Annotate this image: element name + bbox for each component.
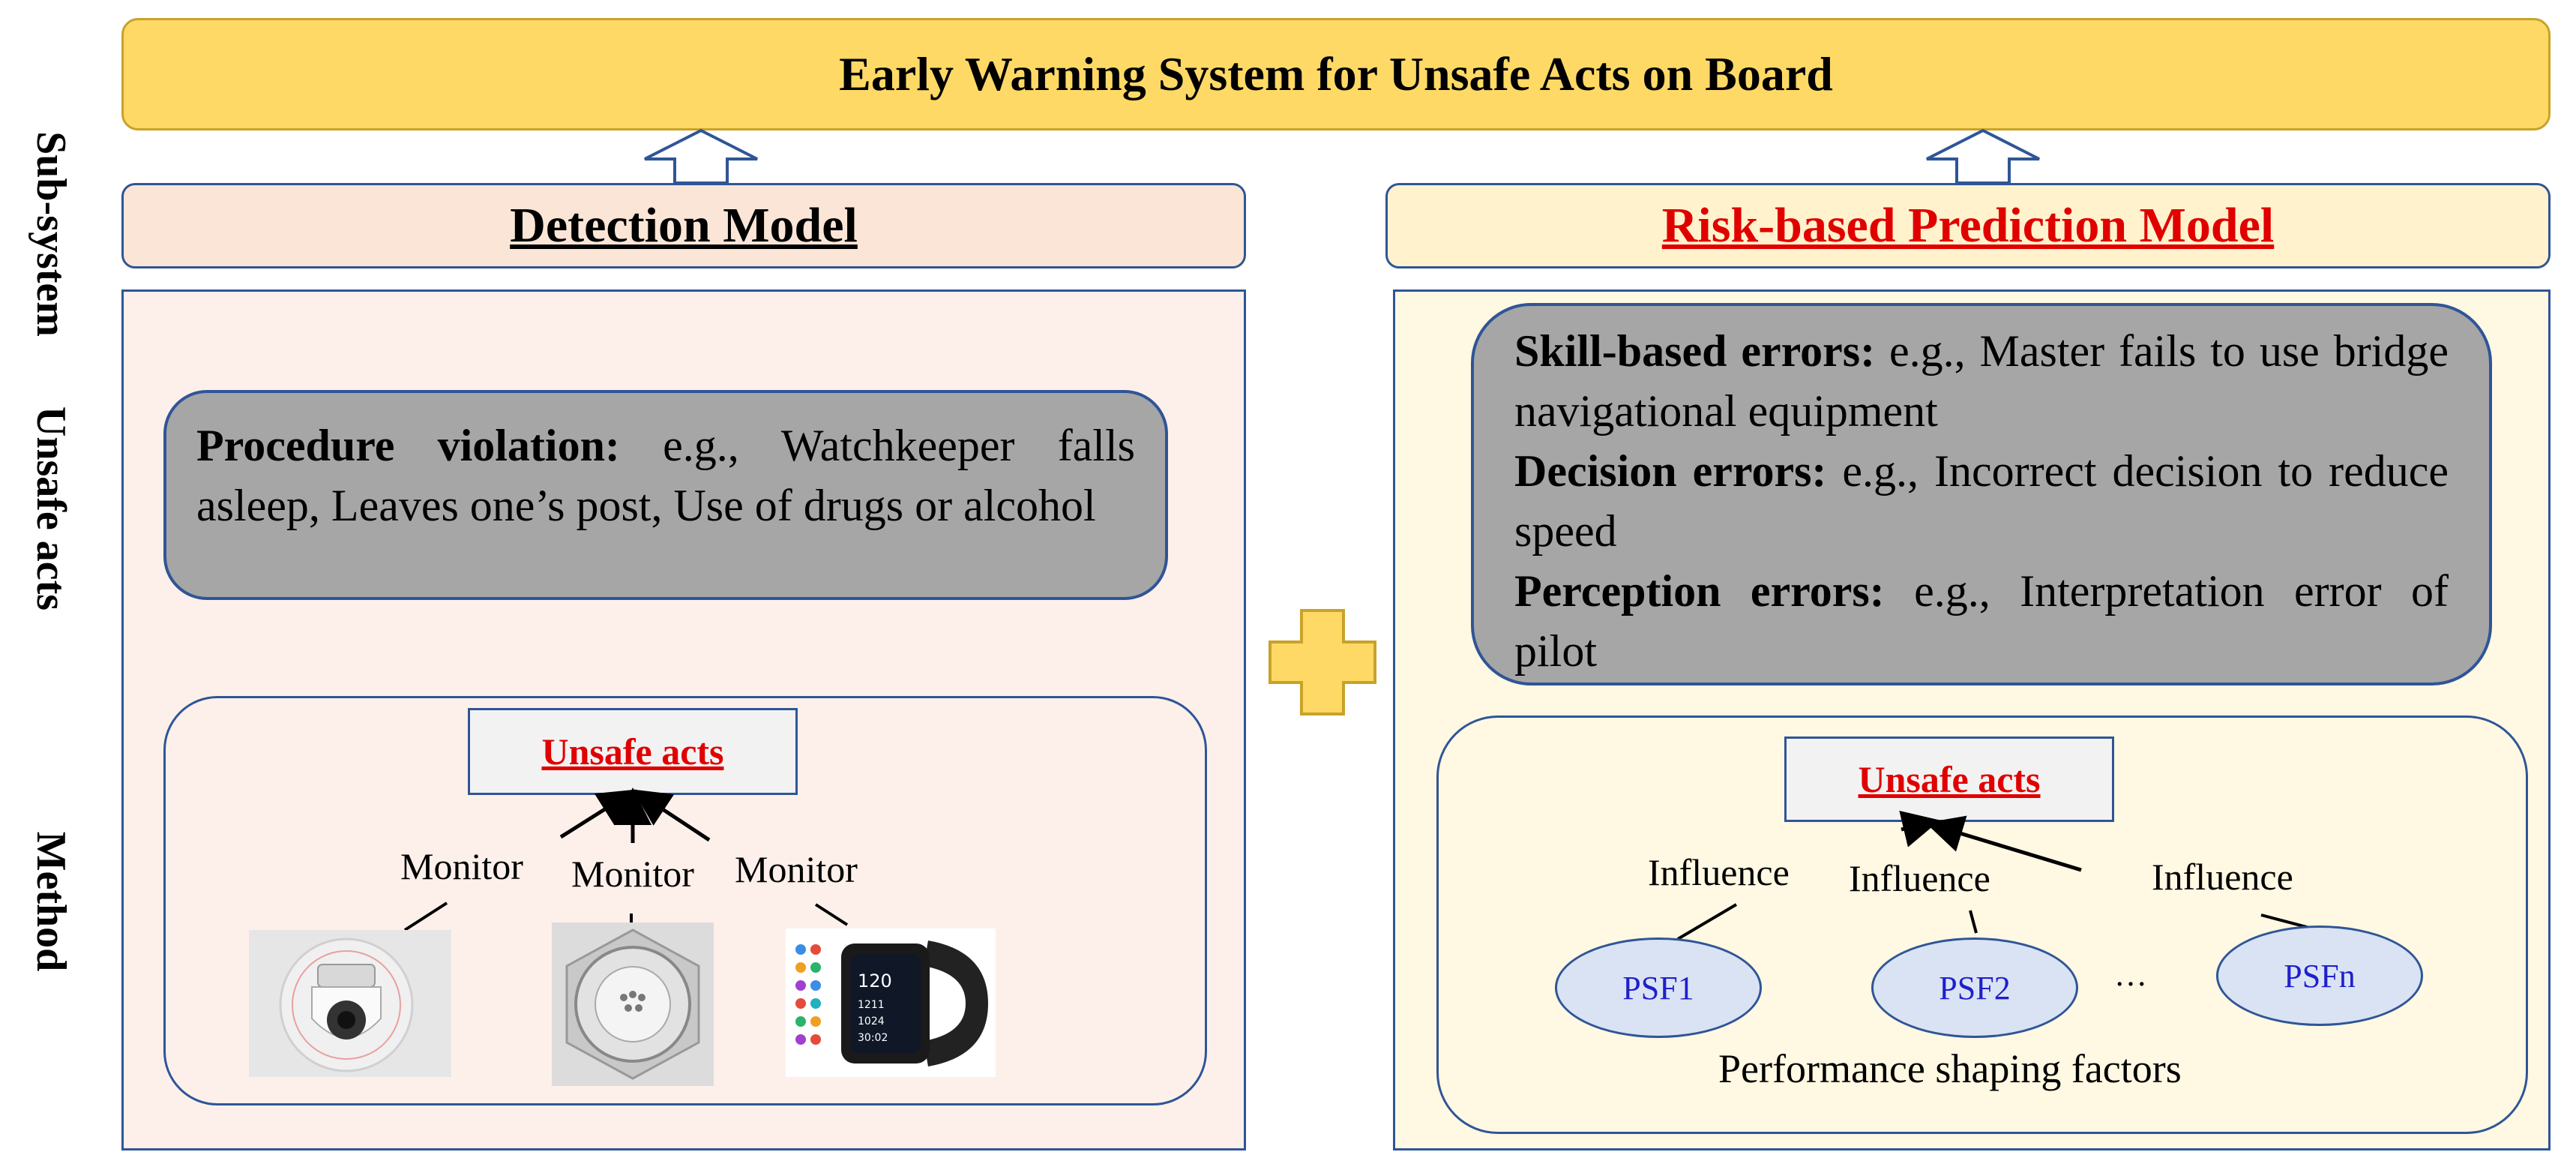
skill-based-errors-label: Skill-based errors: bbox=[1514, 326, 1876, 376]
monitor-arrow-1 bbox=[559, 789, 637, 839]
psfn-label: PSFn bbox=[2284, 957, 2356, 994]
detection-method-box bbox=[163, 696, 1207, 1106]
up-arrow-left-icon bbox=[644, 128, 758, 184]
perception-errors-text: Perception errors: e.g., Interpretation … bbox=[1514, 561, 2449, 681]
detection-unsafe-acts-label: Unsafe acts bbox=[541, 730, 724, 772]
psf-ellipsis: … bbox=[2114, 956, 2147, 993]
influence-arrow-2 bbox=[1925, 815, 2082, 872]
procedure-violation-examples: e.g., Watchkeeper falls asleep, Leaves o… bbox=[196, 421, 1135, 530]
system-title-banner: Early Warning System for Unsafe Acts on … bbox=[121, 18, 2551, 130]
row-label-method: Method bbox=[28, 831, 74, 972]
prediction-model-header: Risk-based Prediction Model bbox=[1385, 183, 2551, 268]
prediction-unsafe-acts-label: Unsafe acts bbox=[1858, 758, 2041, 800]
error-types-box: Skill-based errors: e.g., Master fails t… bbox=[1471, 303, 2492, 686]
detection-model-title: Detection Model bbox=[510, 198, 858, 253]
detection-unsafe-acts-box: Unsafe acts bbox=[468, 708, 798, 795]
camera-icon bbox=[279, 938, 414, 1072]
monitor-leader-3 bbox=[814, 903, 849, 926]
psf1-label: PSF1 bbox=[1622, 969, 1694, 1006]
psf2-node: PSF2 bbox=[1871, 938, 2078, 1038]
smartwatch-image: 120 1211 1024 30:02 bbox=[786, 928, 996, 1077]
prediction-unsafe-acts-box: Unsafe acts bbox=[1784, 736, 2114, 822]
psf1-node: PSF1 bbox=[1555, 938, 1762, 1038]
perception-errors-examples: e.g., Interpretation error of pilot bbox=[1514, 566, 2449, 676]
psf2-label: PSF2 bbox=[1939, 969, 2011, 1006]
psf-caption: Performance shaping factors bbox=[1718, 1046, 2182, 1091]
monitor-label-3: Monitor bbox=[735, 848, 858, 890]
watch-reading-1: 120 bbox=[858, 970, 892, 992]
row-label-unsafe-acts: Unsafe acts bbox=[28, 406, 74, 611]
prediction-model-title: Risk-based Prediction Model bbox=[1661, 198, 2275, 253]
influence-leader-1 bbox=[1676, 903, 1738, 940]
procedure-violation-box: Procedure violation: e.g., Watchkeeper f… bbox=[163, 390, 1168, 600]
sensor-image bbox=[552, 922, 714, 1086]
watch-reading-4: 30:02 bbox=[858, 1032, 888, 1044]
decision-errors-label: Decision errors: bbox=[1514, 446, 1827, 496]
monitor-arrow-3 bbox=[632, 789, 711, 842]
psfn-node: PSFn bbox=[2216, 926, 2423, 1026]
up-arrow-right-icon bbox=[1926, 128, 2040, 184]
perception-errors-label: Perception errors: bbox=[1514, 566, 1885, 616]
decision-errors-text: Decision errors: e.g., Incorrect decisio… bbox=[1514, 441, 2449, 561]
skill-based-errors-examples: e.g., Master fails to use bridge navigat… bbox=[1514, 326, 2449, 436]
smartwatch-icon: 120 1211 1024 30:02 bbox=[795, 940, 988, 1066]
prediction-method-box bbox=[1436, 716, 2528, 1134]
influence-label-1: Influence bbox=[1648, 851, 1790, 893]
procedure-violation-label: Procedure violation: bbox=[196, 421, 620, 470]
influence-label-3: Influence bbox=[2152, 856, 2293, 898]
row-label-subsystem: Sub-system bbox=[28, 131, 74, 337]
watch-reading-3: 1024 bbox=[858, 1016, 885, 1028]
monitor-label-1: Monitor bbox=[400, 845, 523, 887]
influence-arrow-1 bbox=[1899, 810, 1940, 848]
influence-label-2: Influence bbox=[1849, 857, 1990, 899]
procedure-violation-text: Procedure violation: e.g., Watchkeeper f… bbox=[196, 416, 1135, 536]
detection-connectors bbox=[403, 788, 849, 932]
detection-model-header: Detection Model bbox=[121, 183, 1246, 268]
influence-leader-2 bbox=[1969, 910, 1978, 934]
decision-errors-examples: e.g., Incorrect decision to reduce speed bbox=[1514, 446, 2449, 556]
watch-reading-2: 1211 bbox=[858, 999, 885, 1011]
system-title: Early Warning System for Unsafe Acts on … bbox=[839, 47, 1833, 100]
prediction-connectors bbox=[1676, 810, 2319, 940]
plus-icon bbox=[1269, 609, 1376, 716]
skill-based-errors-text: Skill-based errors: e.g., Master fails t… bbox=[1514, 321, 2449, 441]
sensor-icon bbox=[565, 928, 700, 1080]
camera-image bbox=[249, 930, 451, 1077]
monitor-label-2: Monitor bbox=[571, 853, 694, 895]
monitor-leader-1 bbox=[403, 902, 448, 932]
